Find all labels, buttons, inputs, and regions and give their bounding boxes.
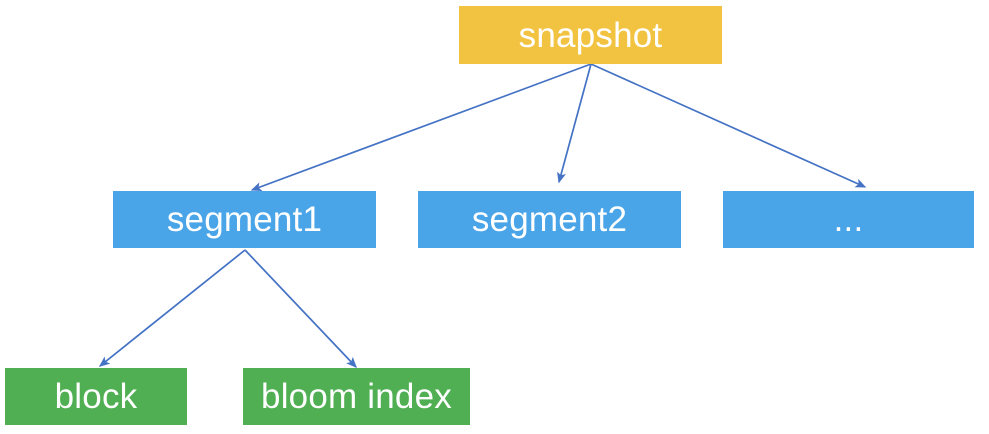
node-block-label: block bbox=[54, 377, 138, 416]
node-block[interactable]: block bbox=[5, 368, 187, 425]
node-snapshot-label: snapshot bbox=[518, 15, 663, 55]
edge-snapshot-to-segment2 bbox=[557, 63, 592, 184]
edge-snapshot-to-ellipsis bbox=[590, 63, 867, 188]
node-segment2[interactable]: segment2 bbox=[418, 191, 681, 248]
edge-snapshot-to-segment1 bbox=[250, 63, 592, 191]
node-segment1[interactable]: segment1 bbox=[113, 191, 376, 248]
edge-segment1-to-bloom-index bbox=[244, 249, 357, 368]
node-snapshot[interactable]: snapshot bbox=[459, 6, 722, 64]
node-bloom-index-label: bloom index bbox=[261, 377, 452, 416]
node-segment2-label: segment2 bbox=[471, 200, 628, 239]
edge-segment1-to-block bbox=[98, 249, 246, 367]
node-bloom-index[interactable]: bloom index bbox=[243, 368, 470, 425]
node-more-segments[interactable]: ... bbox=[723, 191, 974, 248]
node-more-segments-label: ... bbox=[833, 200, 864, 239]
node-segment1-label: segment1 bbox=[166, 200, 323, 239]
